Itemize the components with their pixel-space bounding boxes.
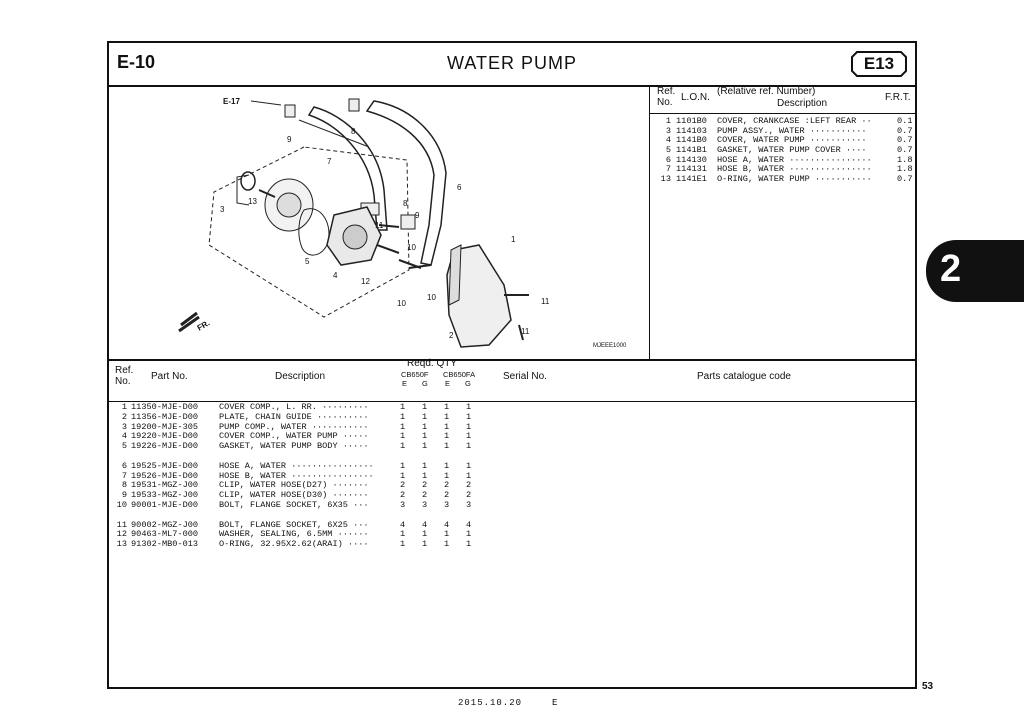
section-badge: E13 [851,51,907,77]
section-divider [109,359,915,361]
callout-label: 8 [351,127,356,136]
col-reqd-qty: Reqd. QTY [407,358,458,369]
model-b-label: CB650FA [443,370,476,379]
callout-label: 7 [327,157,332,166]
callout-label: 11 [375,221,384,230]
callout-label: 13 [248,197,257,206]
parts-table-header: Ref. No. Part No. Description Reqd. QTY … [109,358,915,402]
parts-catalog-page: E-10 WATER PUMP E13 [107,41,917,689]
col-frt: F.R.T. [885,92,911,103]
page-title: WATER PUMP [447,53,577,73]
col-description: Description [777,98,828,109]
region-code: E [552,698,559,708]
model-a-label: CB650F [401,370,429,379]
callout-label: 10 [397,299,406,308]
callout-label: 8 [403,199,408,208]
callout-label: 6 [457,183,462,192]
print-date: 2015.10.20 [458,698,523,708]
drawing-code: MJEEE1000 [593,343,627,349]
variant-label: E [402,379,408,388]
col-ref-no: Ref. No. [115,365,134,387]
col-ref-no: Ref. No. [657,86,676,108]
col-part-no: Part No. [151,371,188,382]
chapter-tab: 2 [926,240,1024,302]
callout-label: 1 [511,235,516,244]
section-ref-code: E-10 [117,52,156,72]
page-number: 53 [922,681,934,692]
callout-label: 9 [415,211,420,220]
col-relative-ref: (Relative ref. Number) [717,86,816,97]
variant-label: G [465,379,471,388]
col-lon: L.O.N. [681,92,710,103]
page-footer: 2015.10.20 E [458,698,558,708]
col-catalogue-code: Parts catalogue code [697,371,791,382]
callout-label: 12 [361,277,370,286]
callout-label: 11 [521,327,530,336]
callout-label: 11 [541,297,550,306]
callout-label: 4 [333,271,338,280]
variant-label: E [445,379,451,388]
labor-table-header: Ref. No. L.O.N. (Relative ref. Number) D… [649,85,915,114]
callout-label: 9 [287,135,292,144]
col-description: Description [275,371,326,382]
callout-label: 3 [220,205,225,214]
col-serial-no: Serial No. [503,371,547,382]
variant-label: G [422,379,428,388]
badge-frame-icon [851,51,907,77]
callout-label: 5 [305,257,310,266]
water-pump-exploded-view-icon [178,98,529,348]
callout-label: 10 [407,243,416,252]
callout-label: 10 [427,293,436,302]
exploded-diagram: E-17 9 8 7 6 13 3 8 9 11 10 5 4 12 10 10… [109,85,650,359]
labor-time-table: Ref. No. L.O.N. (Relative ref. Number) D… [649,85,915,359]
page-header: E-10 WATER PUMP E13 [109,43,915,87]
callout-label: 2 [449,331,454,340]
group-ref-label: E-17 [223,97,240,106]
